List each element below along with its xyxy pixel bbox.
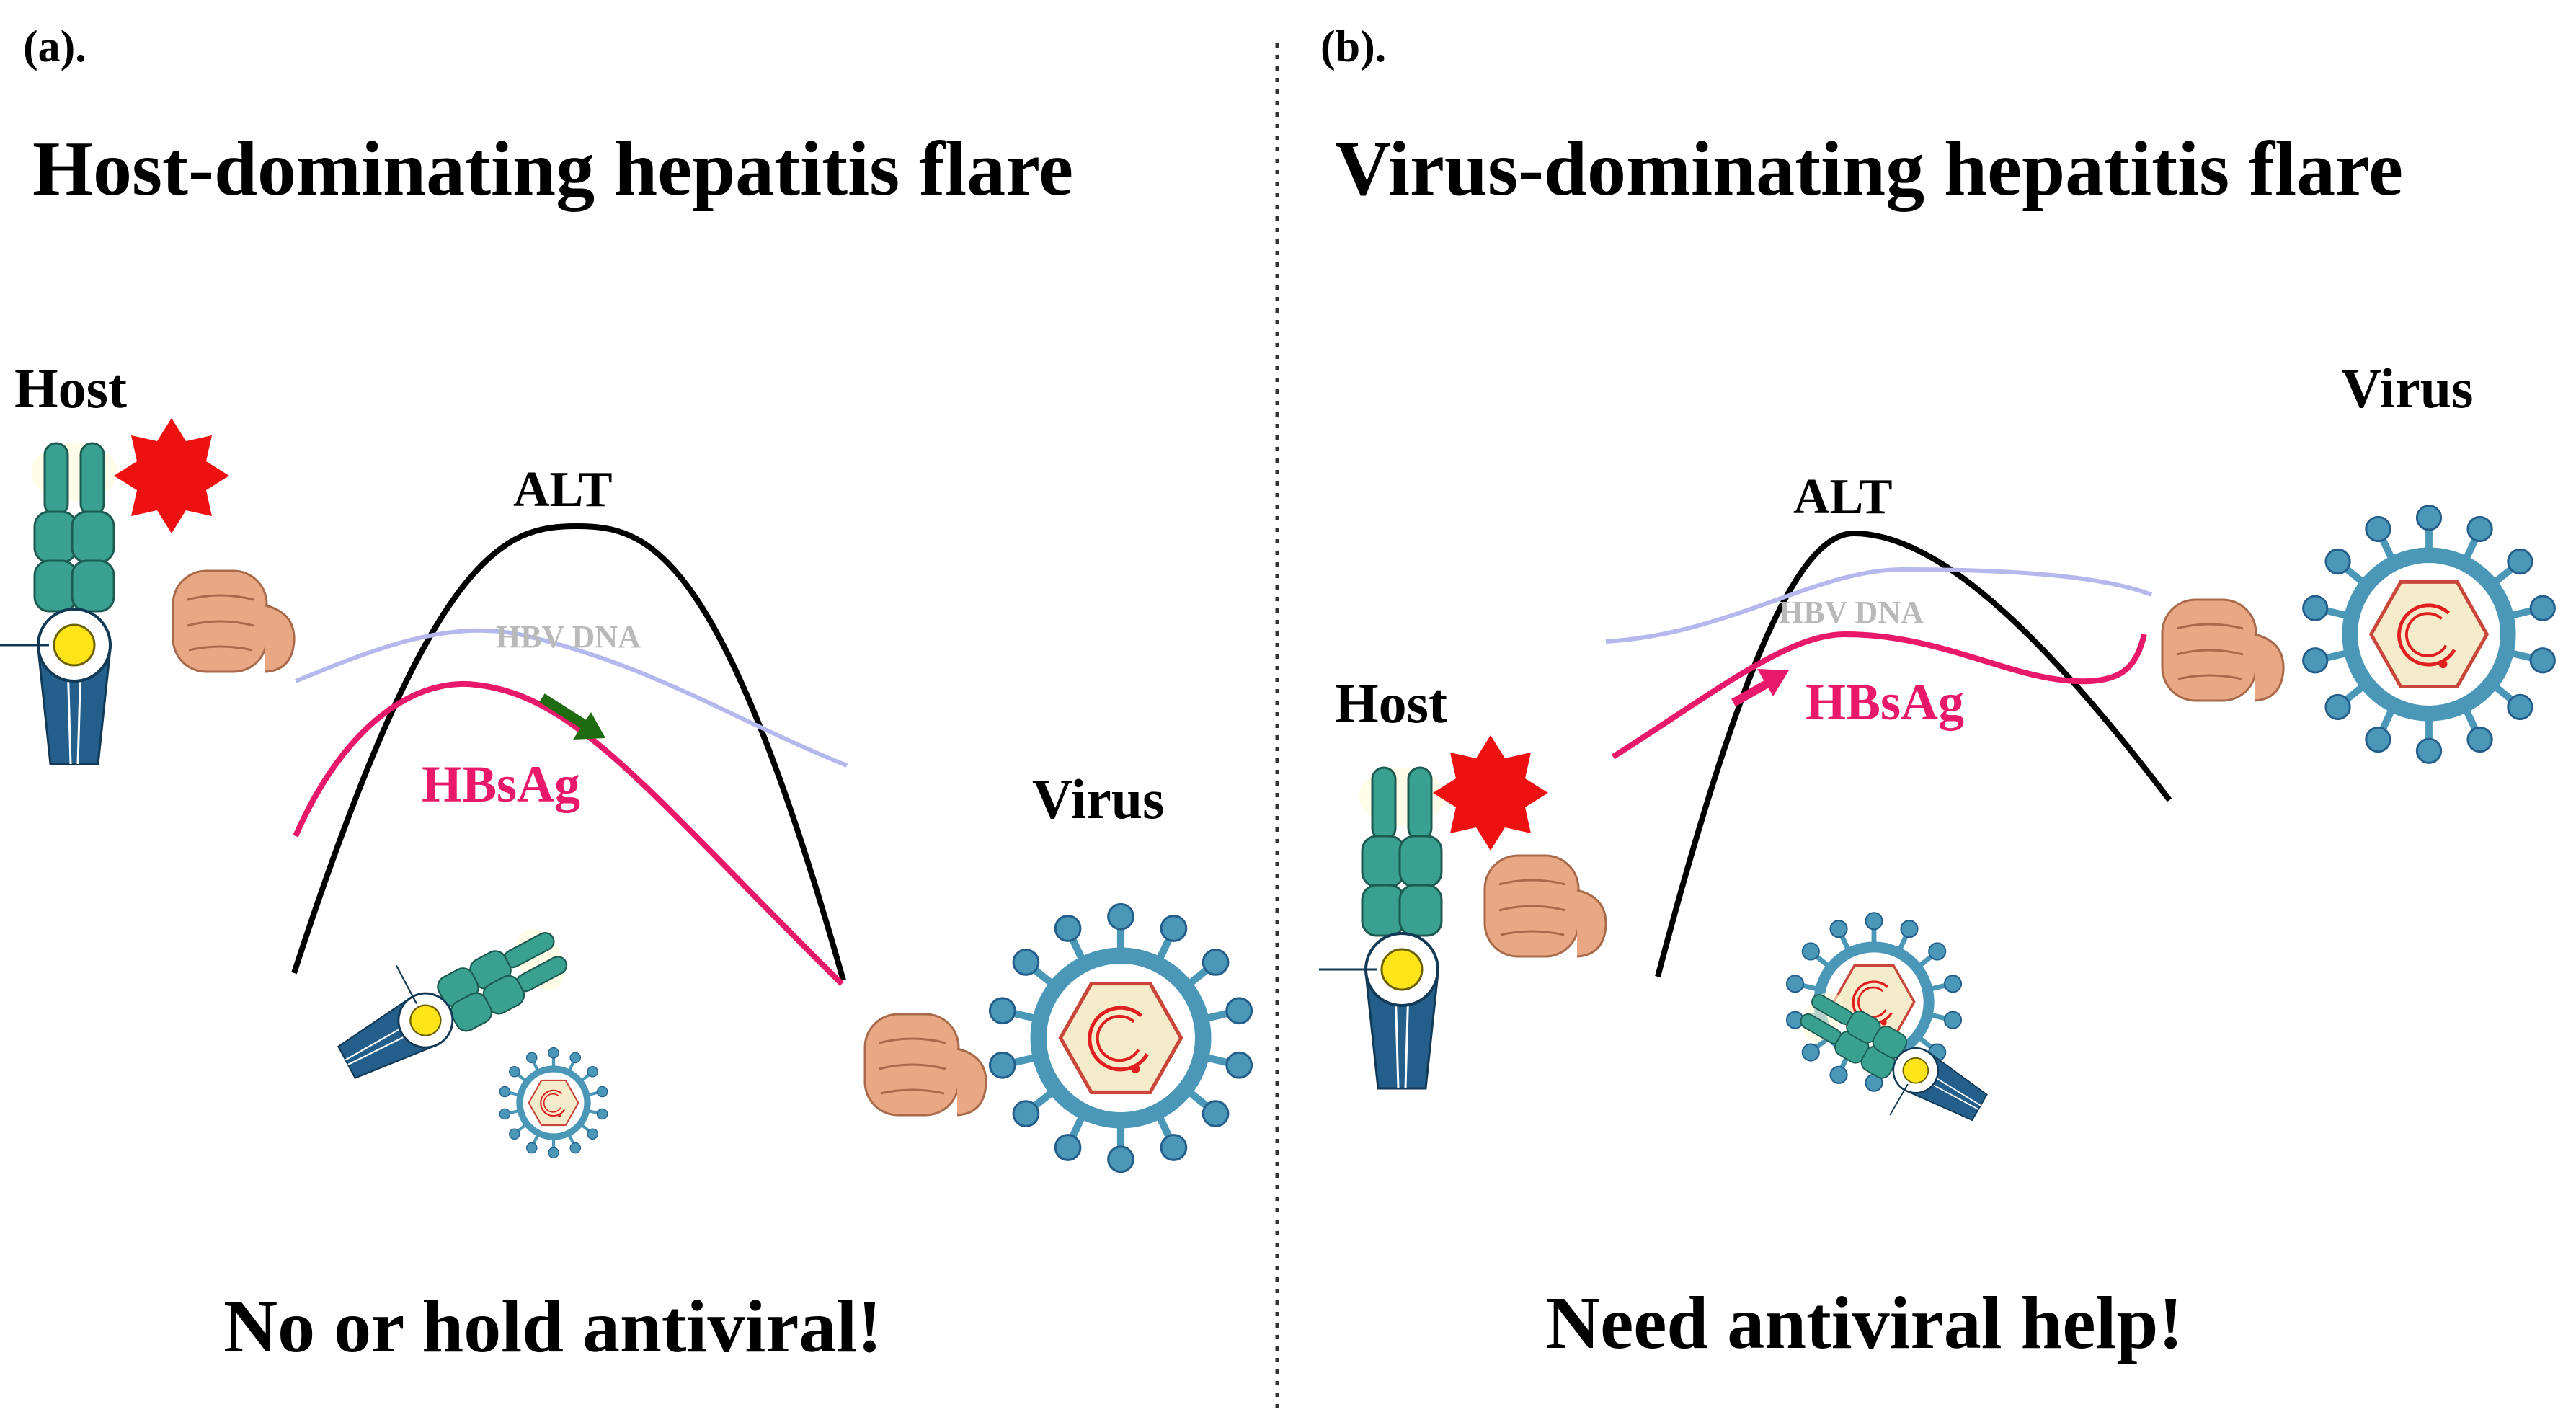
hbv-dna-curve bbox=[1605, 567, 2153, 644]
conclusion-text: Need antiviral help! bbox=[1546, 1282, 2183, 1364]
small-virus-icon bbox=[499, 1048, 608, 1158]
host-t-cell-icon bbox=[1318, 766, 1447, 1090]
host-label: Host bbox=[1335, 672, 1447, 734]
conclusion-text: No or hold antiviral! bbox=[223, 1285, 882, 1368]
fist-icon bbox=[863, 1013, 987, 1117]
panel-label: (b). bbox=[1320, 22, 1386, 71]
hbv-dna-label: HBV DNA bbox=[1779, 595, 1924, 630]
panel-title: Host-dominating hepatitis flare bbox=[32, 126, 1073, 212]
increase-arrow-icon bbox=[1731, 669, 1789, 707]
fist-icon bbox=[2161, 598, 2285, 702]
alt-label: ALT bbox=[1793, 469, 1893, 525]
red-star-icon bbox=[114, 418, 229, 533]
hbsag-label: HBsAg bbox=[422, 755, 580, 813]
alt-curve bbox=[291, 523, 846, 982]
decrease-arrow-icon bbox=[539, 693, 605, 740]
hbsag-label: HBsAg bbox=[1806, 673, 1964, 731]
red-star-icon bbox=[1433, 735, 1548, 851]
hbsag-curve bbox=[1611, 631, 2147, 760]
host-label: Host bbox=[14, 357, 127, 419]
virus-label: Virus bbox=[2341, 357, 2473, 419]
panel-title: Virus-dominating hepatitis flare bbox=[1335, 126, 2403, 212]
panel-label: (a). bbox=[23, 22, 86, 71]
hbsag-curve bbox=[293, 681, 844, 986]
panel-a: (a). Host-dominating hepatitis flare Hos… bbox=[0, 22, 1252, 1368]
hbv-dna-label: HBV DNA bbox=[496, 619, 641, 654]
alt-curve bbox=[1655, 530, 2172, 978]
virus-label: Virus bbox=[1032, 768, 1164, 830]
panel-b: (b). Virus-dominating hepatitis flare Vi… bbox=[1318, 22, 2555, 1364]
virus-particle-icon bbox=[2304, 506, 2555, 763]
alt-label: ALT bbox=[513, 462, 613, 518]
fist-icon bbox=[172, 569, 296, 673]
virus-particle-icon bbox=[990, 904, 1251, 1171]
fist-icon bbox=[1483, 854, 1607, 958]
host-t-cell-icon bbox=[0, 442, 119, 765]
hbv-dna-curve bbox=[294, 628, 848, 768]
